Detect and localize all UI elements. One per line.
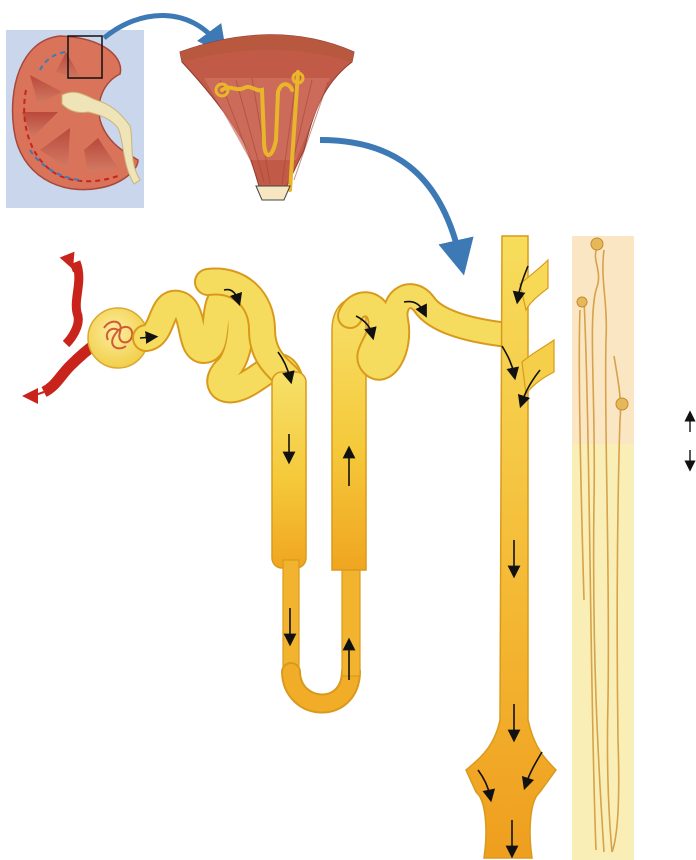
descending-limb — [272, 372, 306, 568]
thin-descending-limb — [283, 560, 299, 678]
cortex-medulla-scale-band — [572, 236, 634, 860]
kidney-cross-section-inset — [6, 30, 144, 208]
black-arrowhead-icon — [140, 337, 152, 338]
nephron — [30, 236, 556, 858]
curved-pointer-arrow-icon — [320, 140, 460, 258]
thin-ascending-limb — [342, 560, 360, 676]
distal-convoluted-tubule — [350, 296, 500, 368]
renal-pyramid-magnified — [180, 35, 354, 200]
efferent-arteriole — [66, 262, 79, 344]
thick-ascending-limb — [332, 299, 366, 570]
